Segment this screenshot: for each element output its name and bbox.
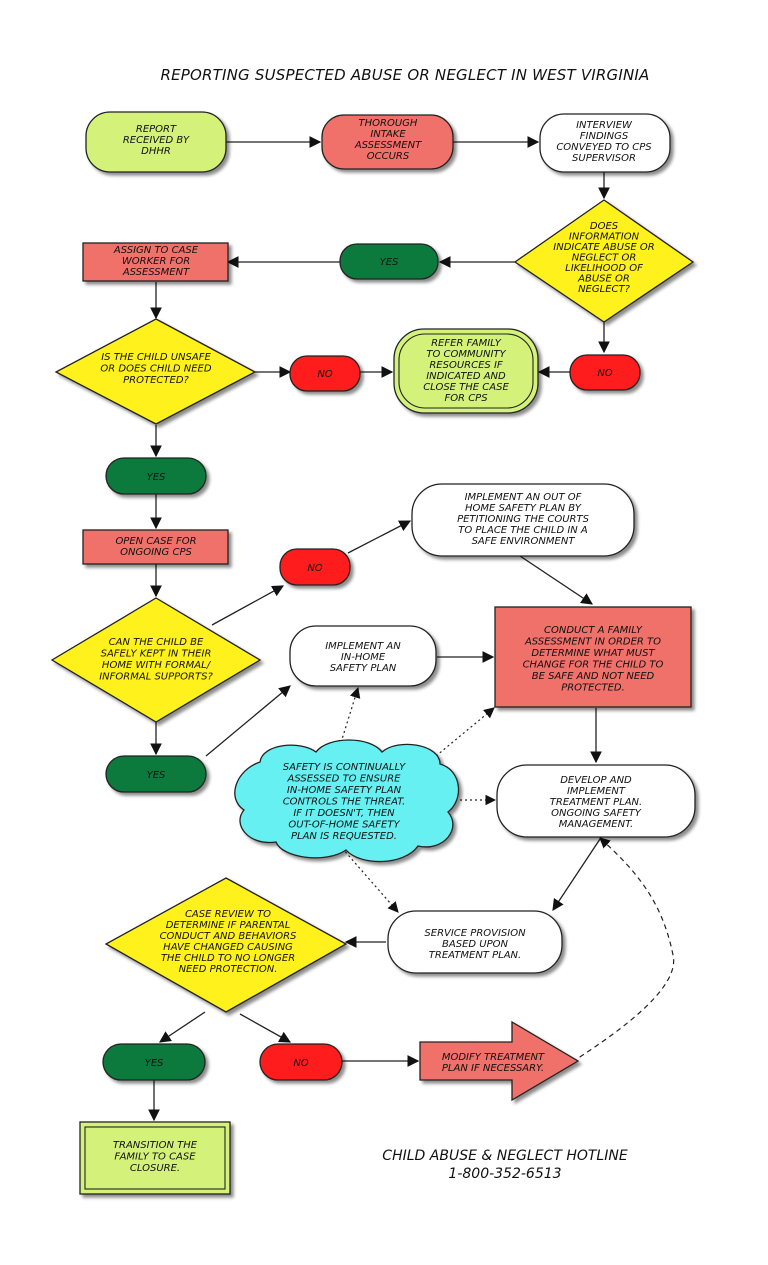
edge-cloud-family [435,707,495,757]
label-no4: NO [293,1058,308,1069]
node-yes3 [105,755,207,793]
node-yes4 [102,1043,206,1081]
page-title: REPORTING SUSPECTED ABUSE OR NEGLECT IN … [160,66,649,84]
node-safety-cloud [234,739,460,863]
node-no4 [259,1043,343,1081]
label-yes4: YES [145,1058,164,1069]
node-in-home [289,625,437,687]
edge-yes3-inhome [205,685,291,757]
node-no2 [569,354,641,391]
node-yes2 [105,457,207,495]
node-interview [539,113,671,173]
edge-modify-treatment [571,837,675,1063]
hotline-number: 1-800-352-6513 [448,1166,561,1182]
node-assign [82,242,229,282]
connectors [148,136,675,1122]
node-unsafe [54,318,257,425]
node-case-review [104,877,348,1013]
edge-review-yes4 [159,1011,206,1043]
node-no3 [279,548,351,586]
node-transition-inner [84,1126,226,1190]
node-yes1 [339,243,439,280]
hotline-name: CHILD ABUSE & NEGLECT HOTLINE [382,1148,628,1164]
node-intake [321,114,454,170]
node-family-assess [494,606,692,708]
node-refer-inner [398,333,534,409]
edge-no3-outhome [347,520,412,554]
edge-cloud-service [341,847,399,913]
node-open-case [82,529,229,565]
node-treatment [496,764,696,838]
node-out-home [411,483,635,557]
node-report [85,111,227,173]
label-yes2: YES [147,472,166,483]
node-transition-outer [79,1121,231,1195]
edge-kept-no3 [211,585,285,626]
label-no1: NO [317,369,332,380]
hotline: CHILD ABUSE & NEGLECT HOTLINE 1-800-352-… [382,1148,628,1182]
node-kept-home [50,597,262,723]
shapes [50,111,696,1195]
node-modify [419,1020,580,1102]
node-refer-outer [393,328,539,414]
node-service [387,910,563,974]
edge-treatment-service [552,835,603,911]
node-does-info [513,199,695,323]
label-no2: NO [597,368,612,379]
label-yes1: YES [380,257,399,268]
edge-review-no4 [239,1013,292,1043]
label-yes3: YES [147,770,166,781]
node-no1 [289,355,361,392]
label-no3: NO [307,563,322,574]
edge-outhome-family [519,555,593,605]
